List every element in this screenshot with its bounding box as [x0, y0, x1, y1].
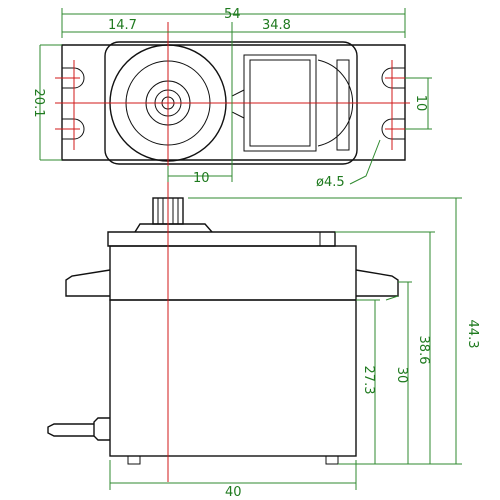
dim-left-offset: 14.7	[108, 18, 137, 33]
dim-shaft-spacing: 10	[193, 171, 210, 186]
servo-cable	[47, 423, 94, 437]
dim-body-width: 40	[225, 485, 242, 500]
dimension-lines	[39, 8, 462, 490]
top-right-lower-slot	[381, 118, 405, 140]
lower-case	[109, 299, 357, 457]
side-view	[47, 22, 399, 482]
spline-base	[134, 223, 213, 233]
dim-right-offset: 34.8	[262, 18, 291, 33]
top-left-upper-slot	[62, 67, 85, 89]
dim-flange-height: 30	[394, 367, 409, 384]
top-left-lower-slot	[62, 118, 85, 140]
dim-body-height: 38.6	[416, 336, 431, 365]
dim-total-height: 44.3	[465, 320, 480, 349]
right-flange	[355, 269, 399, 297]
bottom-foot-right	[325, 455, 339, 465]
top-cap	[107, 231, 336, 247]
dim-top-width: 54	[224, 7, 241, 22]
dim-lower-height: 27.3	[361, 366, 376, 395]
top-notch	[231, 89, 245, 119]
cable-gland	[93, 417, 110, 441]
top-side-slot	[336, 59, 350, 151]
bottom-foot-left	[127, 455, 141, 465]
top-right-upper-slot	[381, 67, 405, 89]
dim-tab-height: 20.1	[31, 89, 46, 118]
upper-case	[109, 245, 357, 301]
dim-hole-diameter: ø4.5	[316, 175, 345, 190]
left-flange	[65, 269, 111, 297]
dim-inner-height: 10	[413, 95, 428, 112]
top-view-mounting-tabs	[61, 44, 406, 161]
